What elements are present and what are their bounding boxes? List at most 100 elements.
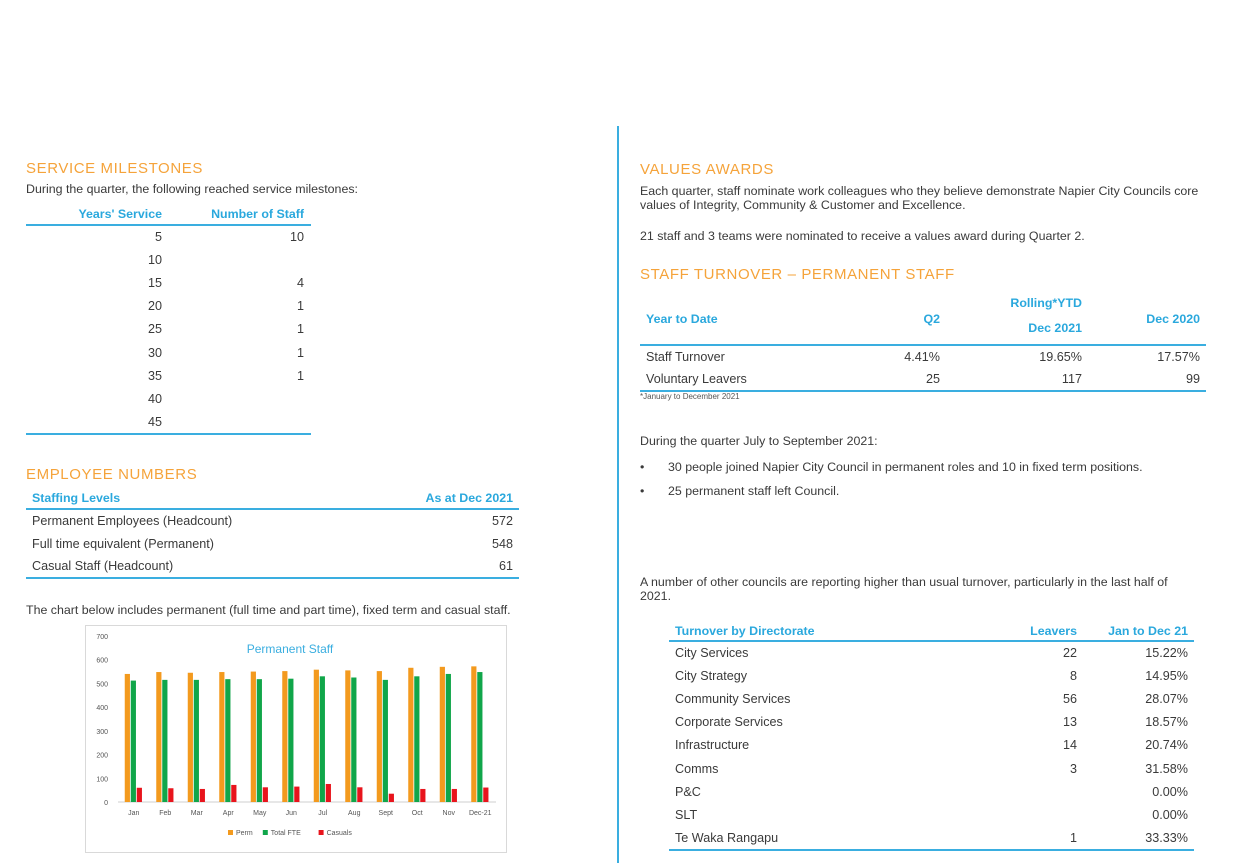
count-cell: 1 (296, 345, 304, 360)
count-cell: 1 (296, 299, 304, 314)
years-cell: 45 (147, 414, 162, 429)
bar-total-fte (414, 676, 420, 802)
table-row: Permanent Employees (Headcount) 572 (26, 509, 519, 532)
legend-label: Casuals (327, 830, 353, 837)
directorate-name-cell: City Services (675, 646, 749, 661)
bar-casuals (420, 788, 426, 802)
turnover-label-cell: Staff Turnover (646, 350, 725, 364)
staff-turnover-title: STAFF TURNOVER – PERMANENT STAFF (640, 266, 955, 283)
x-tick-label: Oct (412, 810, 423, 817)
x-tick-label: Mar (191, 810, 204, 817)
bar-total-fte (382, 679, 388, 802)
directorate-pct-cell: 18.57% (1145, 715, 1188, 730)
years-cell: 15 (147, 275, 162, 290)
bar-casuals (451, 788, 457, 802)
directorate-name-cell: Comms (675, 761, 719, 776)
directorate-name-cell: City Strategy (675, 668, 748, 683)
directorate-leavers-cell (985, 803, 1077, 826)
turnover-label-cell: Voluntary Leavers (646, 372, 747, 386)
col-header-count: Number of Staff (211, 207, 304, 221)
directorate-pct-cell: 0.00% (1152, 784, 1188, 799)
y-tick-label: 400 (96, 705, 108, 712)
bullet-icon: • (640, 484, 645, 498)
staffing-label-cell: Full time equivalent (Permanent) (32, 536, 214, 551)
bar-total-fte (162, 679, 168, 802)
staff-turnover-table: Year to Date Q2 Rolling*YTD Dec 2021 Dec… (640, 294, 1206, 392)
staffing-value-cell: 572 (491, 514, 513, 528)
directorate-name-cell: P&C (675, 784, 701, 799)
directorate-leavers-cell: 22 (1062, 646, 1077, 661)
values-awards-para2: 21 staff and 3 teams were nominated to r… (640, 229, 1085, 243)
values-awards-para1: Each quarter, staff nominate work collea… (640, 184, 1199, 212)
directorate-leavers-cell: 14 (1062, 738, 1077, 753)
directorate-leavers-cell: 13 (1062, 715, 1077, 730)
count-cell (162, 411, 311, 434)
chart-intro: The chart below includes permanent (full… (26, 603, 511, 617)
directorate-name-cell: SLT (675, 807, 698, 822)
legend-swatch (262, 830, 268, 835)
col-header-staffing-levels: Staffing Levels (32, 491, 121, 505)
staffing-value-cell: 548 (491, 536, 513, 551)
directorate-leavers-cell: 1 (1069, 830, 1077, 845)
x-tick-label: Jun (286, 810, 297, 817)
quarter-bullets: •30 people joined Napier City Council in… (640, 460, 1200, 508)
turnover-footnote: *January to December 2021 (640, 392, 740, 401)
count-cell: 4 (296, 275, 304, 290)
y-tick-label: 300 (96, 729, 108, 736)
years-cell: 30 (147, 345, 162, 360)
bar-total-fte (445, 673, 451, 802)
years-cell: 35 (147, 368, 162, 383)
directorate-leavers-cell (985, 780, 1077, 803)
bar-casuals (168, 788, 174, 802)
bar-total-fte (351, 677, 357, 802)
directorate-pct-cell: 15.22% (1145, 646, 1188, 661)
bar-total-fte (288, 678, 294, 802)
rolling-ytd-line1: Rolling*YTD (1010, 296, 1082, 310)
years-cell: 5 (154, 230, 162, 245)
turnover-q2-cell: 4.41% (904, 350, 940, 364)
bar-total-fte (319, 676, 325, 802)
directorate-pct-cell: 14.95% (1145, 668, 1188, 683)
bar-casuals (388, 793, 394, 802)
bar-perm (408, 667, 414, 802)
directorate-name-cell: Corporate Services (675, 715, 783, 730)
table-row: 45 (26, 411, 311, 434)
directorate-name-cell: Infrastructure (675, 738, 750, 753)
bar-perm (187, 672, 193, 802)
staffing-label-cell: Permanent Employees (Headcount) (32, 514, 233, 528)
bar-total-fte (193, 679, 199, 802)
count-cell: 1 (296, 368, 304, 383)
count-cell (162, 387, 311, 410)
staffing-label-cell: Casual Staff (Headcount) (32, 559, 174, 573)
x-tick-label: Jan (128, 810, 139, 817)
col-header-leavers: Leavers (1030, 623, 1077, 638)
employee-numbers-title: EMPLOYEE NUMBERS (26, 466, 198, 483)
column-divider (617, 126, 619, 863)
col-header-directorate: Turnover by Directorate (675, 623, 815, 638)
x-tick-label: Sept (379, 810, 393, 817)
staffing-value-cell: 61 (498, 559, 513, 573)
quarter-intro: During the quarter July to September 202… (640, 434, 878, 448)
y-tick-label: 500 (96, 681, 108, 688)
bar-perm (124, 673, 130, 802)
directorate-leavers-cell: 8 (1069, 668, 1077, 683)
turnover-dec2020-cell: 17.57% (1157, 350, 1200, 364)
bar-casuals (231, 784, 237, 802)
directorate-pct-cell: 20.74% (1145, 738, 1188, 753)
bar-perm (439, 666, 445, 802)
directorate-leavers-cell: 56 (1062, 691, 1077, 706)
legend-swatch (228, 830, 233, 835)
bar-perm (250, 671, 256, 802)
bar-perm (282, 671, 288, 802)
col-header-rolling-ytd: Rolling*YTD Dec 2021 (940, 294, 1082, 345)
directorate-pct-cell: 28.07% (1145, 691, 1188, 706)
bar-casuals (136, 787, 142, 802)
bar-perm (313, 669, 319, 802)
